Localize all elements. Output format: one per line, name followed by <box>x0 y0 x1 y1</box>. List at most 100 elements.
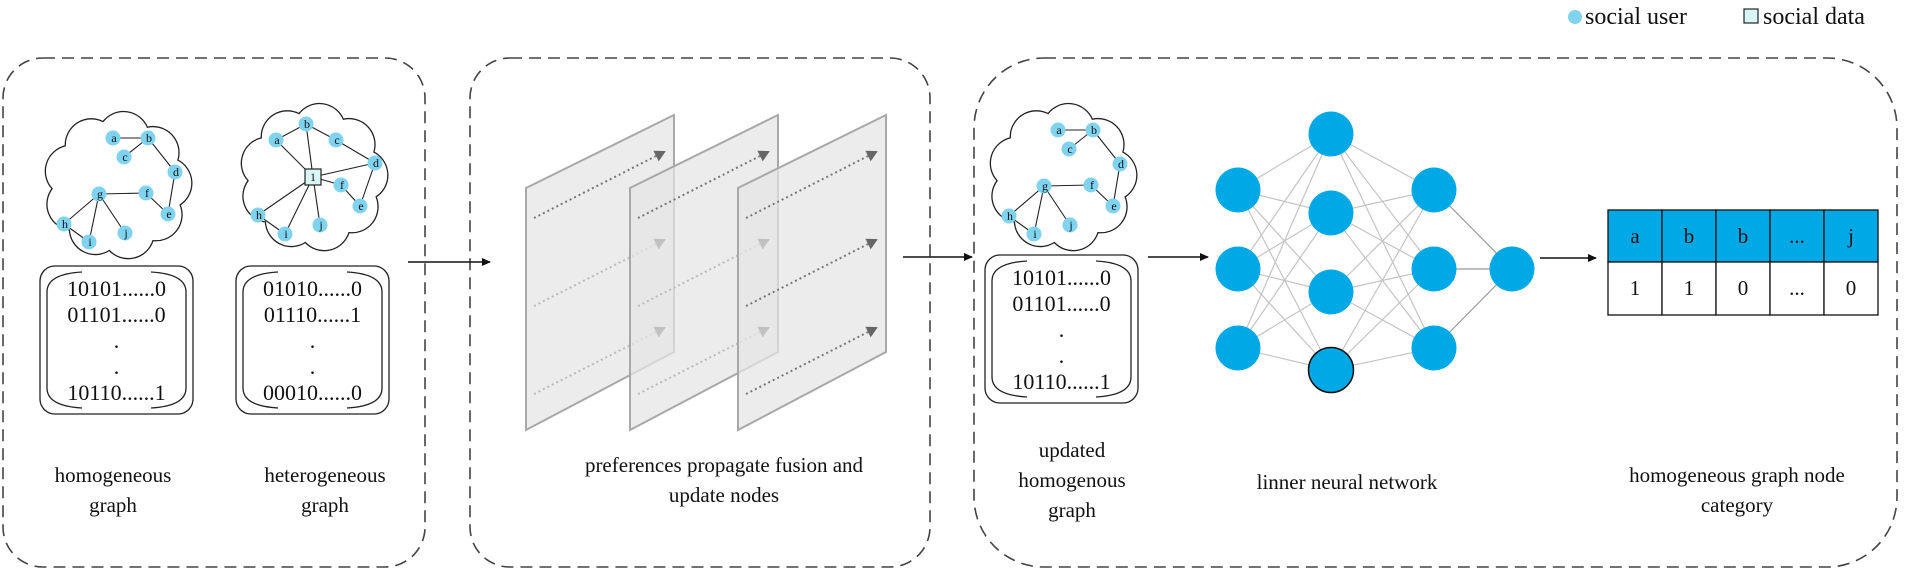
homogeneous-graph-label: homogeneous <box>55 463 172 487</box>
graph-edge <box>1043 184 1092 187</box>
node-label: c <box>334 133 339 147</box>
node-label: b <box>304 117 310 131</box>
social-user-node <box>312 217 328 233</box>
matrix-row: . <box>1059 343 1065 368</box>
table-value-cell <box>1715 261 1771 316</box>
social-user-node <box>277 226 293 242</box>
social-user-node <box>138 185 154 201</box>
propagation-label: preferences propagate fusion and <box>585 453 864 477</box>
table-value-text: 0 <box>1846 276 1857 300</box>
social-user-node <box>298 116 314 132</box>
node-label: e <box>166 207 171 221</box>
node-label: e <box>358 199 363 213</box>
matrix-left-bracket <box>46 271 83 409</box>
table-header-cell <box>1823 209 1879 263</box>
node-label: h <box>256 208 262 222</box>
labels: homogeneousgraphheterogeneousgraphprefer… <box>55 438 1845 522</box>
matrix-right-bracket <box>150 271 187 409</box>
matrix-frame <box>984 254 1139 404</box>
table-value-cell <box>1823 261 1879 316</box>
node-label: i <box>1033 227 1037 241</box>
graph-edge <box>359 162 376 207</box>
matrix-frame <box>39 265 194 415</box>
social-user-node <box>1083 177 1099 193</box>
nn-connection <box>1330 268 1435 371</box>
panel-propagation <box>469 57 931 568</box>
panel-classification <box>973 57 1898 568</box>
updated-graph-label: graph <box>1048 498 1096 522</box>
node-label: a <box>274 133 280 147</box>
table-value-text: ... <box>1789 276 1805 300</box>
social-user-node <box>268 132 284 148</box>
node-label: d <box>173 165 179 179</box>
propagation-label: update nodes <box>669 483 779 507</box>
matrix-row: 01110......1 <box>264 302 361 327</box>
table-header-text: ... <box>1789 224 1805 248</box>
nn-neuron <box>1215 167 1261 213</box>
matrix-row: . <box>310 354 316 379</box>
node-label: c <box>122 150 127 164</box>
matrix-row: 10110......1 <box>1012 369 1110 394</box>
node-label: j <box>123 226 127 240</box>
cloud-outline <box>989 102 1138 252</box>
social-user-node <box>367 155 383 171</box>
neural-network-label: linner neural network <box>1257 470 1438 494</box>
propagation-arrow <box>745 326 878 395</box>
heterogeneous-graph-label: graph <box>301 493 349 517</box>
node-label: g <box>1042 179 1048 193</box>
node-label: b <box>1091 123 1097 137</box>
nn-neuron <box>1308 111 1354 157</box>
propagation-arrow <box>745 150 878 219</box>
matrix-left-bracket <box>991 260 1028 398</box>
social-data-node <box>304 168 322 186</box>
matrix-row: 00010......0 <box>263 380 362 405</box>
nn-neuron <box>1215 246 1261 292</box>
graph-edge <box>98 192 147 195</box>
social-user-node <box>352 198 368 214</box>
matrix-row: . <box>310 328 316 353</box>
node-label: d <box>373 156 379 170</box>
propagation-arrow <box>637 150 770 219</box>
legend-social-user: social user <box>1585 4 1687 30</box>
matrix-row: 01101......0 <box>1012 291 1110 316</box>
table-header-text: b <box>1738 224 1749 248</box>
table-header-text: a <box>1630 224 1640 248</box>
matrix-row: . <box>114 328 120 353</box>
social-user-legend-icon <box>1568 10 1582 24</box>
social-user-node <box>91 186 107 202</box>
social-user-node <box>160 206 176 222</box>
social-user-node <box>117 225 133 241</box>
node-label: j <box>318 218 322 232</box>
node-label: j <box>1068 218 1072 232</box>
node-label: g <box>97 187 103 201</box>
social-user-node <box>1112 156 1128 172</box>
matrix-right-bracket <box>1095 260 1132 398</box>
node-label: 1 <box>310 170 316 184</box>
nn-connection <box>1237 133 1332 349</box>
social-user-node <box>1026 226 1042 242</box>
social-user-node <box>1061 141 1077 157</box>
table-value-text: 1 <box>1684 276 1695 300</box>
cloud-outline <box>44 110 193 260</box>
nn-connection <box>1330 189 1435 371</box>
graph-edge <box>1033 185 1045 235</box>
updated-graph-label: updated <box>1039 438 1106 462</box>
nn-neuron <box>1307 346 1355 394</box>
matrix-row: . <box>114 354 120 379</box>
node-label: i <box>284 227 288 241</box>
social-user-node <box>1001 208 1017 224</box>
node-label: i <box>88 235 92 249</box>
social-user-node <box>1036 178 1052 194</box>
graph-edge <box>1008 185 1045 217</box>
nn-neuron <box>1489 246 1535 292</box>
homogeneous-graph-label: graph <box>89 493 137 517</box>
table-value-cell <box>1769 261 1825 316</box>
node-label: h <box>1007 209 1013 223</box>
nn-connection <box>1237 133 1332 270</box>
